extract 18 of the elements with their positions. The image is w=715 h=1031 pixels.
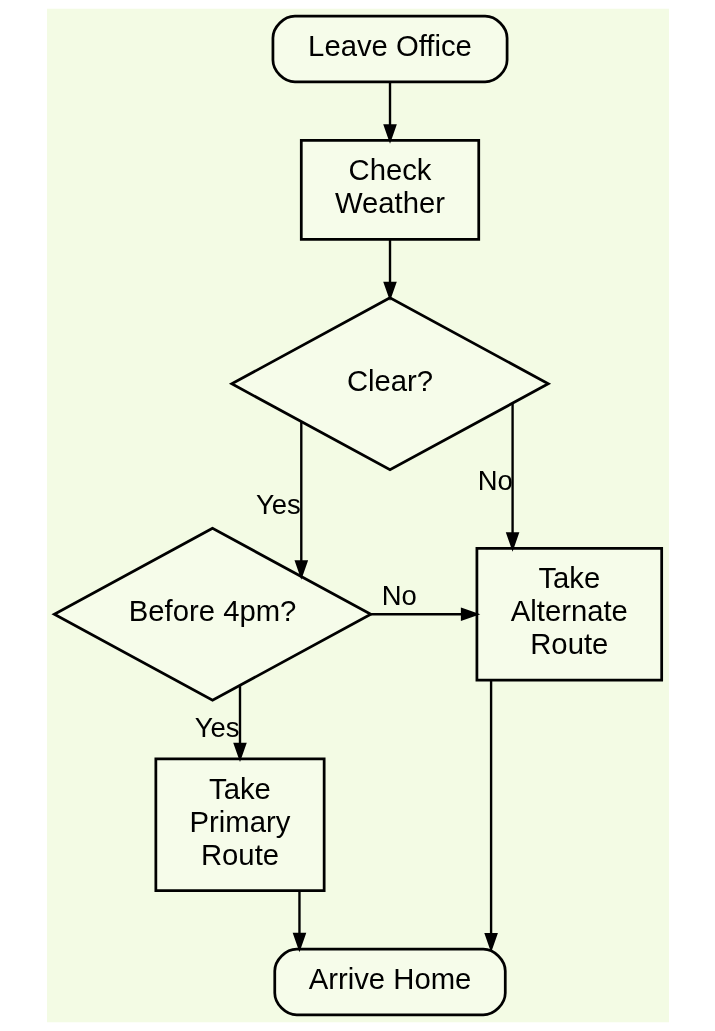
node-box: Take Alternate Route <box>475 547 663 682</box>
node-box: Take Primary Route <box>154 757 326 892</box>
arrow <box>505 403 519 552</box>
edge-label: Yes <box>255 488 301 520</box>
arrow <box>292 891 306 953</box>
node-box: Check Weather <box>299 139 480 241</box>
node-diamond: Before 4pm? <box>50 526 374 702</box>
edge-label: No <box>381 580 417 612</box>
edge-label: Yes <box>194 711 240 743</box>
node-box: Arrive Home <box>272 947 507 1017</box>
node-box: Leave Office <box>271 14 508 84</box>
arrow <box>382 239 397 302</box>
arrow <box>232 685 247 763</box>
arrow <box>370 607 480 622</box>
arrow <box>294 421 308 580</box>
arrow <box>382 82 397 144</box>
arrow <box>483 680 498 953</box>
node-diamond: Clear? <box>228 296 551 472</box>
